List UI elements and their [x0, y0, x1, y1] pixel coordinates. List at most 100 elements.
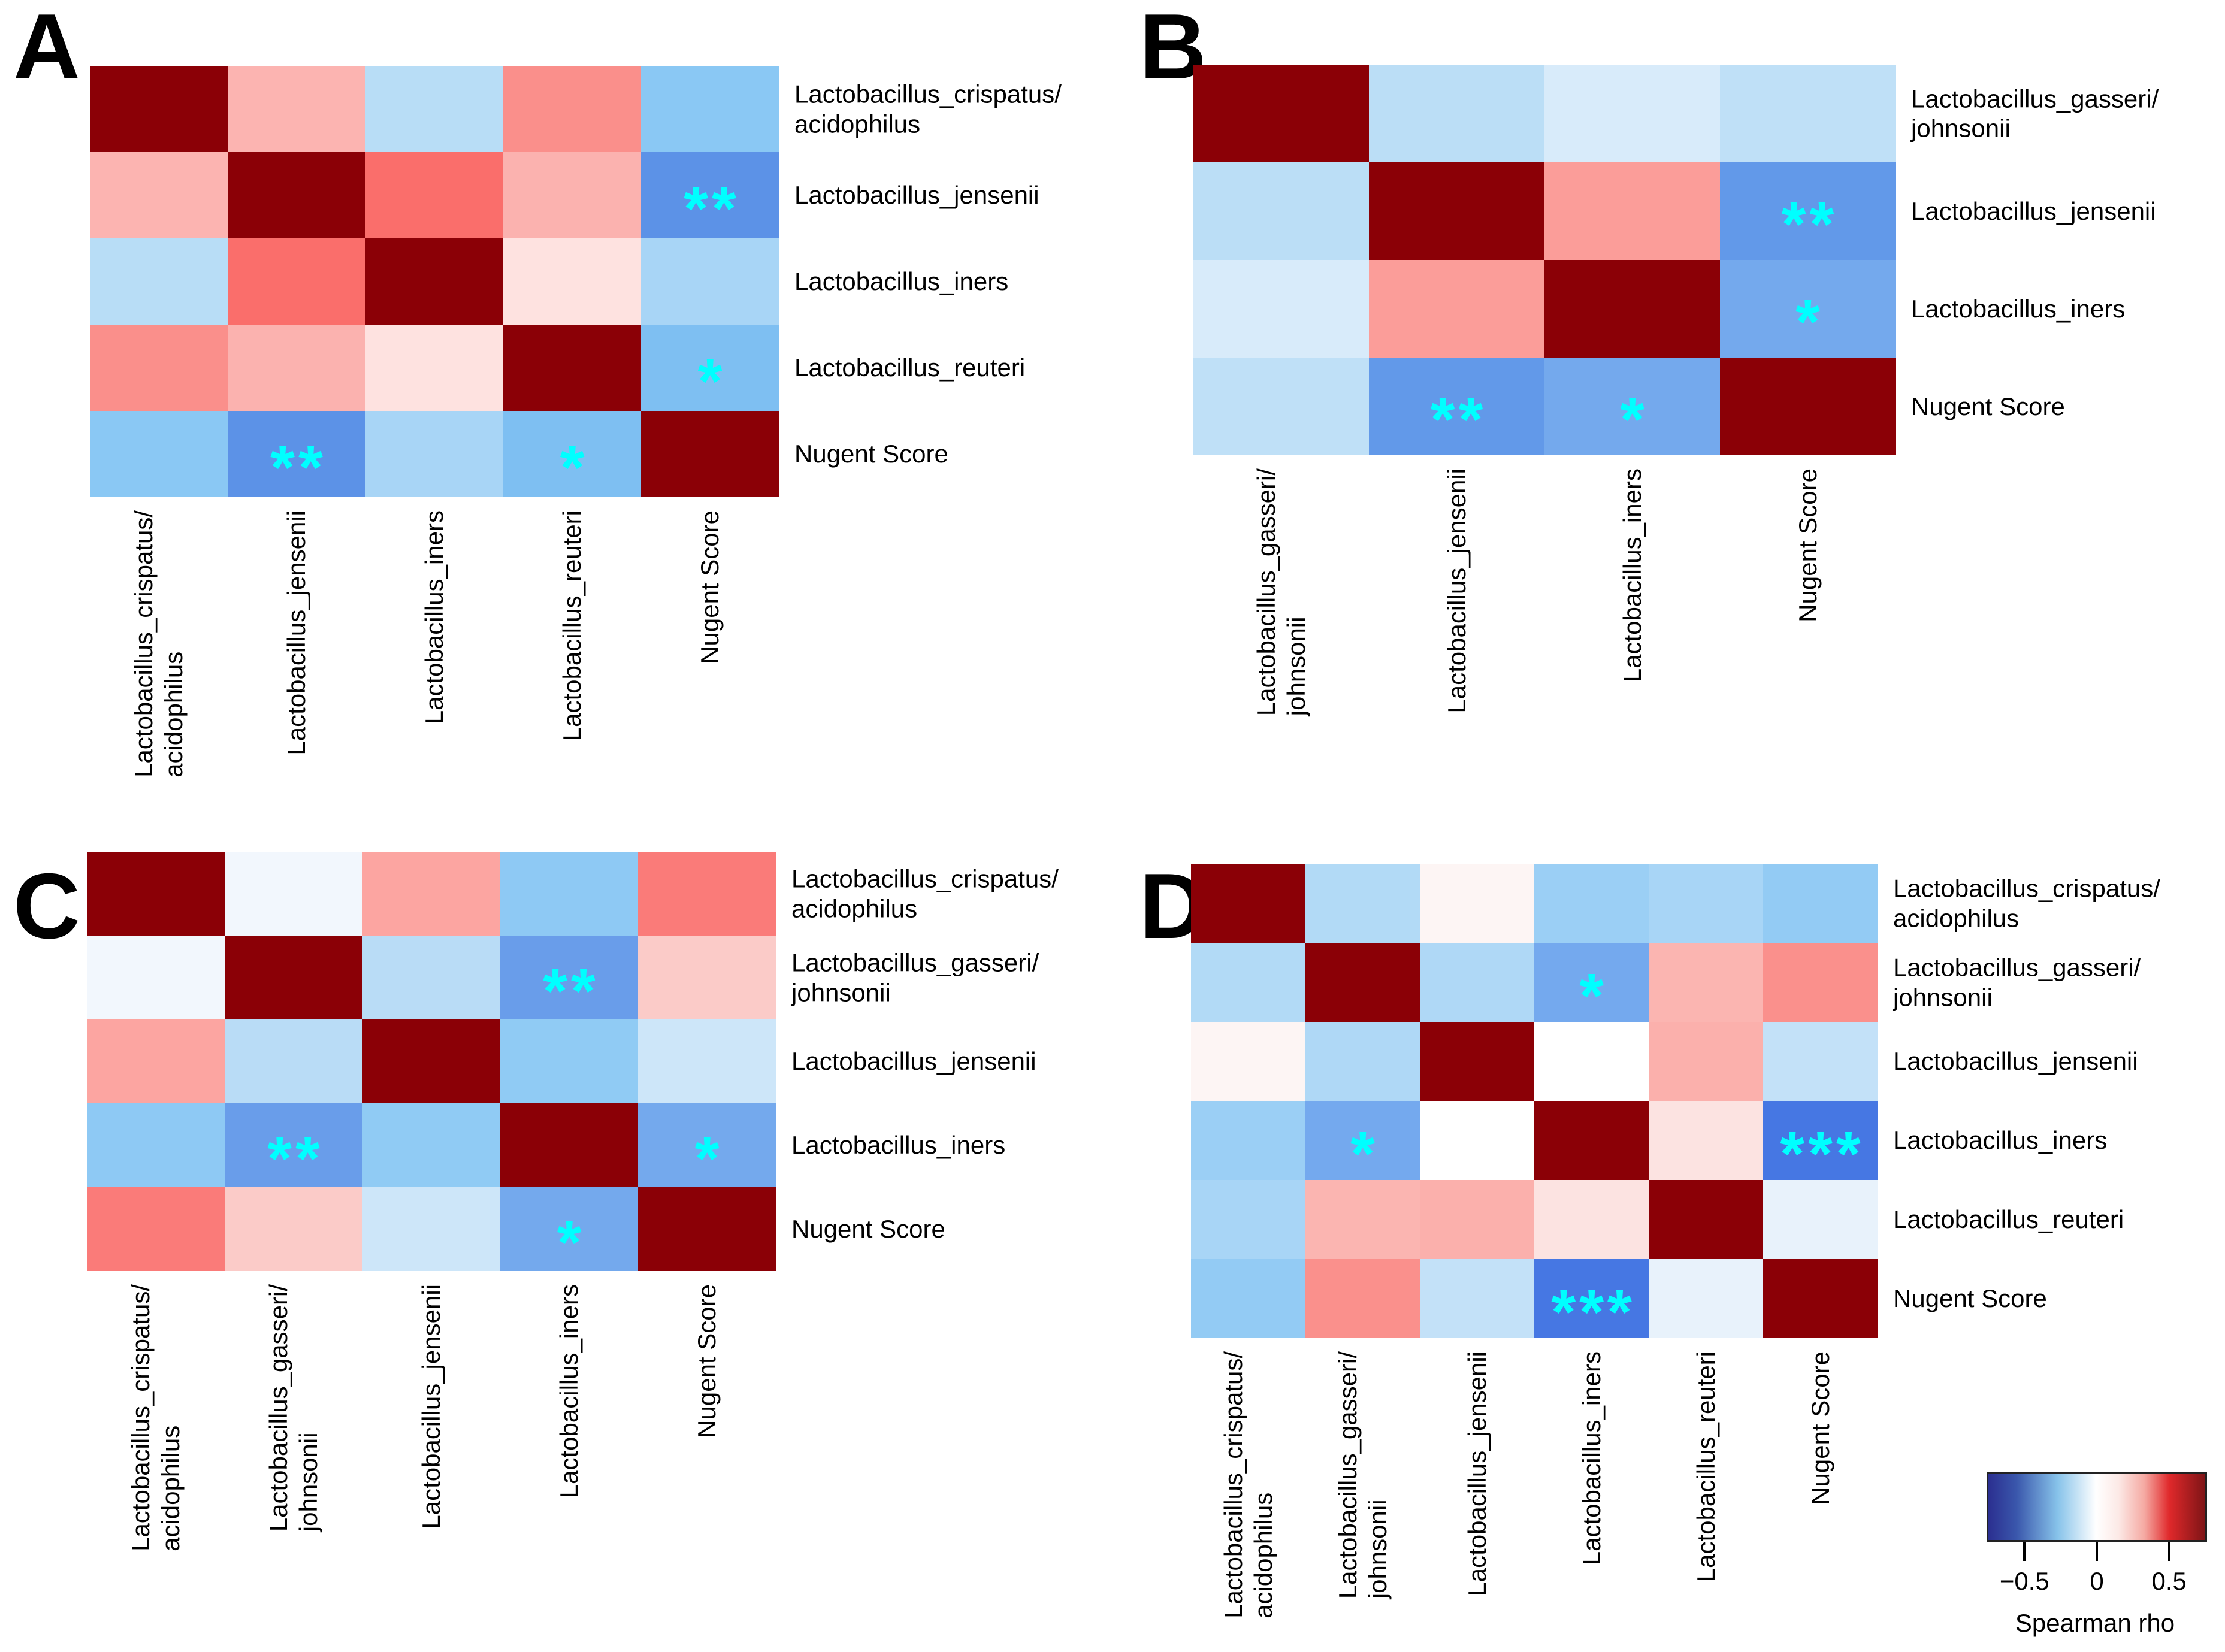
- row-label: Lactobacillus_iners: [791, 1131, 1006, 1160]
- heatmap-cell: [641, 238, 779, 325]
- heatmap-cell: [90, 325, 228, 411]
- heatmap-cell: [638, 852, 776, 936]
- heatmap-cell: *: [1534, 943, 1649, 1027]
- heatmap-cell: *: [641, 325, 779, 413]
- heatmap-cell: [1193, 358, 1369, 455]
- colorbar-tick-mark: [2167, 1542, 2170, 1561]
- row-label: Lactobacillus_gasseri/ johnsonii: [1893, 953, 2141, 1011]
- heatmap-cell: [1191, 1180, 1305, 1259]
- heatmap-cell: [1720, 65, 1896, 162]
- heatmap-cell: [1191, 864, 1305, 943]
- significance-stars: *: [557, 1207, 585, 1278]
- row-label: Nugent Score: [794, 440, 948, 468]
- column-label-text: Lactobacillus_iners: [1618, 468, 1646, 683]
- heatmap-cell: [503, 238, 641, 325]
- heatmap-cell: [90, 238, 228, 325]
- significance-stars: *: [1579, 960, 1607, 1031]
- heatmap-cell: [1544, 162, 1720, 260]
- heatmap-cell: [1305, 943, 1420, 1022]
- column-label-text: Nugent Score: [1806, 1351, 1834, 1505]
- colorbar-tick-label: 0.5: [2151, 1567, 2187, 1595]
- heatmap-cell: *: [1305, 1101, 1420, 1185]
- significance-stars: *: [1620, 385, 1648, 455]
- heatmap-cell: [638, 936, 776, 1019]
- column-label-text: Nugent Score: [696, 510, 724, 664]
- heatmap-cell: [365, 411, 503, 497]
- heatmap-cell: [1193, 260, 1369, 358]
- significance-stars: *: [1350, 1118, 1378, 1189]
- heatmap-cell: [1305, 1022, 1420, 1101]
- colorbar-tick-label: −0.5: [1999, 1567, 2049, 1595]
- heatmap-cell: [1305, 1180, 1420, 1259]
- heatmap-cell: [87, 1103, 225, 1187]
- row-label: Lactobacillus_crispatus/ acidophilus: [1893, 874, 2160, 932]
- heatmap-cell: *: [1720, 260, 1896, 358]
- heatmap-cell: [1544, 260, 1720, 358]
- column-label: Nugent Score: [1806, 1351, 1960, 1505]
- heatmap-cell: [365, 325, 503, 411]
- heatmap-cell: [228, 152, 365, 238]
- significance-stars: **: [1430, 385, 1487, 455]
- heatmap-cell: [1649, 1259, 1763, 1338]
- heatmap-cell: [1534, 1101, 1649, 1180]
- row-label: Nugent Score: [1893, 1284, 2047, 1313]
- heatmap-cell: [1369, 162, 1544, 260]
- heatmap-cell: **: [500, 936, 638, 1026]
- heatmap-cell: **: [228, 411, 365, 503]
- heatmap-cell: [503, 325, 641, 411]
- heatmap-cell: ***: [1763, 1101, 1878, 1185]
- heatmap-cell: *: [1544, 358, 1720, 455]
- column-label-text: Lactobacillus_crispatus/ acidophilus: [1219, 1351, 1277, 1618]
- heatmap-cell: [365, 238, 503, 325]
- significance-stars: ***: [1551, 1276, 1636, 1347]
- column-label-text: Lactobacillus_jensenii: [1462, 1351, 1491, 1596]
- column-label-text: Lactobacillus_crispatus/ acidophilus: [129, 510, 188, 777]
- heatmap-cell: **: [1720, 162, 1896, 260]
- significance-stars: **: [270, 432, 327, 503]
- heatmap-cell: [362, 1103, 500, 1187]
- row-label: Lactobacillus_iners: [1911, 294, 2126, 323]
- column-label-text: Nugent Score: [1793, 468, 1822, 622]
- column-label-text: Lactobacillus_reuteri: [1691, 1351, 1720, 1583]
- row-label: Nugent Score: [791, 1215, 945, 1243]
- column-label-text: Lactobacillus_iners: [555, 1284, 583, 1499]
- heatmap-cell: [503, 152, 641, 238]
- heatmap-cell: [225, 936, 362, 1019]
- heatmap-cell: [87, 1019, 225, 1103]
- heatmap-cell: [228, 238, 365, 325]
- colorbar-gradient: [1987, 1472, 2207, 1542]
- heatmap-cell: [365, 66, 503, 152]
- heatmap-cell: [1763, 1022, 1878, 1101]
- heatmap-cell: [1544, 65, 1720, 162]
- column-label-text: Lactobacillus_jensenii: [282, 510, 310, 755]
- row-label: Lactobacillus_reuteri: [1893, 1205, 2124, 1234]
- heatmap-cell: [1191, 1259, 1305, 1338]
- heatmap-cell: [1191, 1101, 1305, 1180]
- significance-stars: **: [543, 955, 599, 1026]
- heatmap-cell: [1420, 1022, 1534, 1101]
- column-label-text: Lactobacillus_gasseri/ johnsonii: [264, 1284, 322, 1532]
- heatmap-cell: [1305, 1259, 1420, 1338]
- heatmap-cell: [362, 852, 500, 936]
- colorbar-tick-label: 0: [2090, 1567, 2104, 1595]
- column-label-text: Lactobacillus_jensenii: [417, 1284, 445, 1529]
- heatmap-cell: [225, 1187, 362, 1271]
- row-label: Lactobacillus_iners: [1893, 1126, 2108, 1155]
- heatmap-cell: [1649, 1180, 1763, 1259]
- row-label: Lactobacillus_jensenii: [794, 181, 1039, 210]
- significance-stars: *: [694, 1123, 723, 1194]
- heatmap-cell: [90, 152, 228, 238]
- heatmap-cell: [641, 411, 779, 497]
- heatmap-cell: **: [225, 1103, 362, 1190]
- heatmap-cell: *: [503, 411, 641, 499]
- heatmap-cell: [500, 1019, 638, 1103]
- heatmap-cell: [90, 411, 228, 497]
- column-label: Nugent Score: [692, 1284, 846, 1438]
- heatmap-cell: [1534, 1022, 1649, 1101]
- heatmap-cell: [362, 1019, 500, 1103]
- significance-stars: **: [1781, 189, 1838, 260]
- heatmap-cell: [638, 1019, 776, 1103]
- heatmap-cell: [1649, 864, 1763, 943]
- heatmap-cell: [228, 66, 365, 152]
- row-label: Lactobacillus_iners: [794, 267, 1009, 296]
